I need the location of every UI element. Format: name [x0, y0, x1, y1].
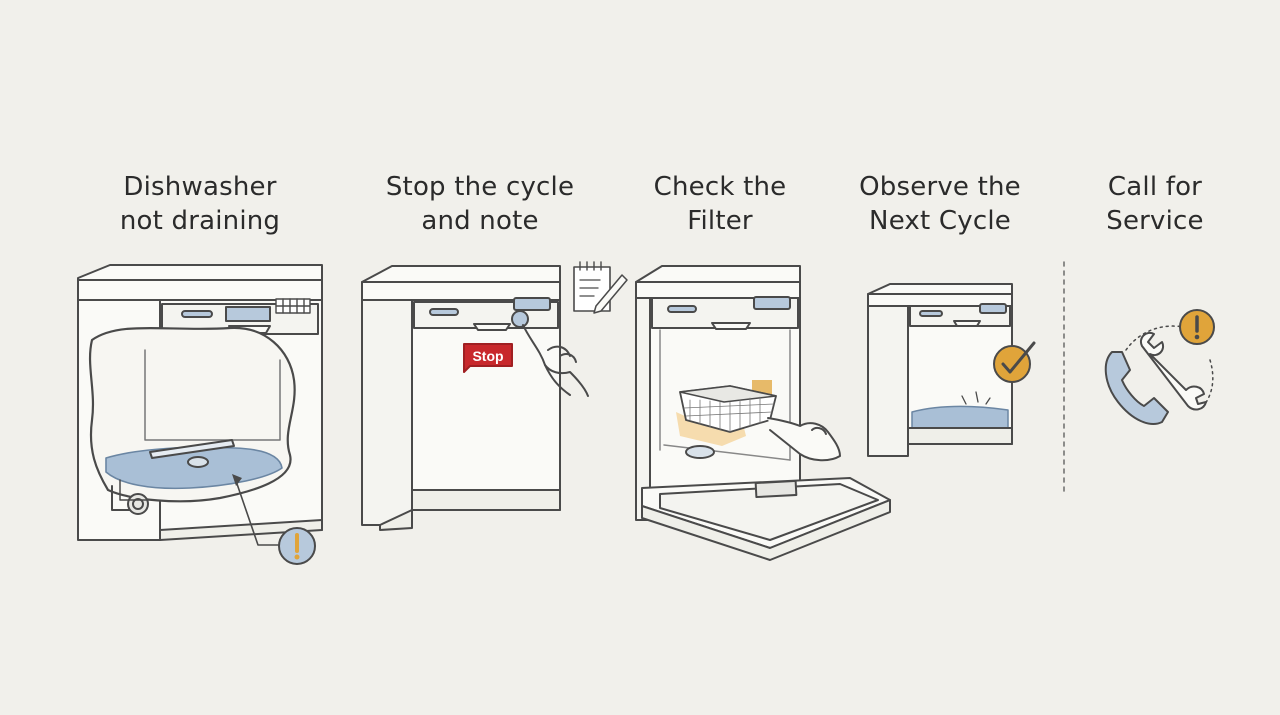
dishwasher-small — [867, 283, 1013, 457]
exclamation-icon — [278, 527, 316, 565]
filter-basket — [676, 380, 777, 446]
step-1-title: Dishwasher not draining — [119, 172, 281, 236]
notepad-icon — [573, 261, 628, 314]
stop-button[interactable]: Stop — [463, 343, 513, 373]
dishwasher-closed — [361, 265, 561, 531]
hand-pointer-icon — [511, 310, 589, 397]
checkmark-icon — [993, 341, 1036, 383]
step-5-title: Call for Service — [1106, 172, 1204, 236]
phone-icon — [1104, 351, 1169, 425]
dishwasher-cutaway — [77, 264, 323, 546]
dishwasher-open — [635, 265, 891, 561]
step-2-title: Stop the cycle and note — [385, 172, 575, 236]
stop-button-label: Stop — [472, 348, 503, 364]
step-3-title: Check the Filter — [653, 172, 787, 236]
connection-dots — [1125, 325, 1214, 409]
hand-pointer-icon — [767, 417, 841, 462]
step-4-title: Observe the Next Cycle — [859, 172, 1021, 236]
exclamation-icon — [1179, 309, 1215, 345]
